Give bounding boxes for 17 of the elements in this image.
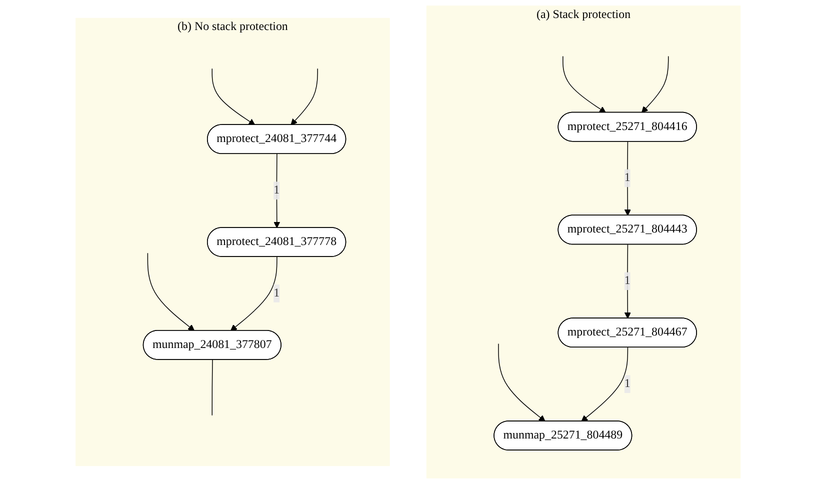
arrow [291, 68, 318, 126]
edge-label: 1 [624, 274, 631, 288]
arrow [230, 256, 278, 332]
edge-label: 1 [274, 184, 280, 196]
arrow [642, 56, 670, 113]
arrow [148, 252, 195, 332]
edge-label: 1 [274, 286, 280, 300]
edge-label: 1 [624, 377, 631, 390]
arrow [624, 141, 632, 216]
edge-label: 1 [624, 172, 631, 184]
arrow [582, 347, 628, 422]
arrow [498, 343, 546, 422]
arrow [274, 154, 281, 228]
arrow [212, 68, 256, 126]
arrow [624, 244, 632, 319]
arrow [562, 56, 606, 113]
connector [212, 359, 214, 416]
